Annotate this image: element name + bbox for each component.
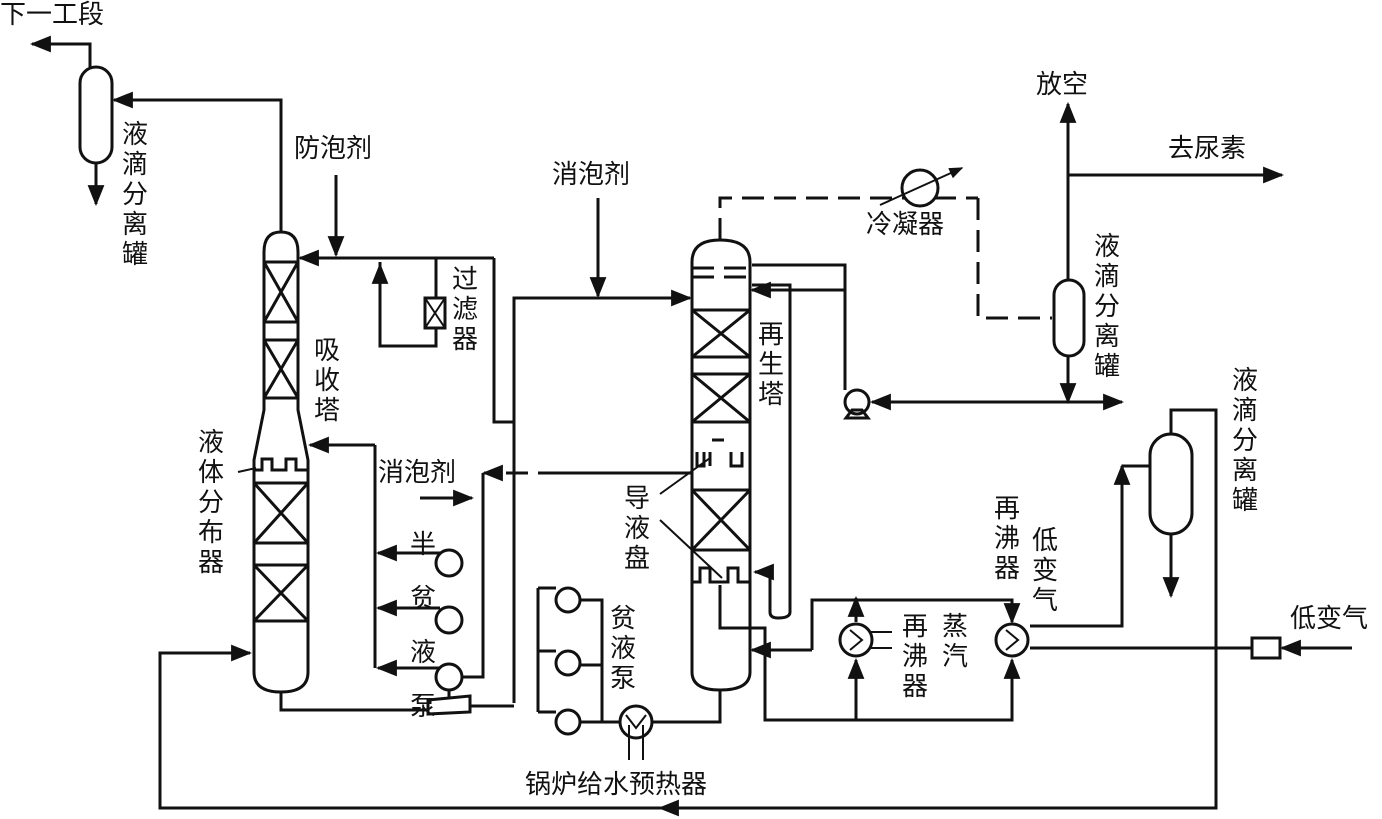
label-guide-tray: 导液盘 bbox=[623, 484, 650, 574]
condenser bbox=[879, 167, 964, 208]
pipe-semilean-to-absorber bbox=[310, 445, 377, 668]
droplet-separator-1 bbox=[78, 65, 114, 165]
label-low-shift-gas-in: 低变气 bbox=[1290, 604, 1369, 634]
semilean-pump-3 bbox=[434, 662, 464, 692]
label-vent: 放空 bbox=[1036, 70, 1089, 100]
label-filter: 过滤器 bbox=[451, 265, 478, 355]
label-antifoam-2: 消泡剂 bbox=[378, 458, 457, 488]
pipe-absorber-top-to-sep1 bbox=[111, 91, 283, 232]
droplet-separator-2 bbox=[1052, 278, 1086, 358]
label-antifoam-3: 消泡剂 bbox=[552, 160, 631, 190]
pipe-lean-pump-suction bbox=[536, 586, 556, 714]
lean-pump-1 bbox=[554, 586, 582, 614]
semilean-pump-2 bbox=[434, 605, 464, 635]
label-bfw-preheater: 锅炉给水预热器 bbox=[525, 770, 708, 800]
pipe-to-next-stage bbox=[29, 35, 92, 67]
pipe-lean-out bbox=[650, 690, 722, 724]
pipe-reboiler-top bbox=[810, 598, 1021, 650]
label-reboiler-1: 再沸器 bbox=[993, 494, 1020, 584]
pipe-reboiler-loop-side bbox=[752, 283, 792, 620]
pipe-regen-overhead bbox=[718, 196, 978, 240]
pipe-rich-to-regen bbox=[512, 289, 693, 703]
lean-pump-3 bbox=[554, 708, 582, 736]
label-regenerator: 再生塔 bbox=[757, 320, 784, 410]
label-antifoam-1: 防泡剂 bbox=[294, 134, 373, 164]
pipe-lean-to-absorber bbox=[492, 258, 516, 703]
reflux-pump-base bbox=[843, 408, 871, 420]
regenerator-column bbox=[690, 238, 752, 692]
pipe-gas-to-sep3 bbox=[1030, 463, 1131, 628]
absorber-column bbox=[252, 230, 310, 694]
label-liquid-distributor: 液体分布器 bbox=[197, 428, 224, 578]
label-semilean-pump: 半贫液泵 bbox=[409, 530, 436, 722]
label-low-shift-gas-1: 低变气 bbox=[1031, 526, 1058, 616]
pipe-condenser-out bbox=[976, 198, 1052, 320]
label-droplet-sep-1: 液滴分离罐 bbox=[121, 120, 148, 270]
label-next-stage: 下一工段 bbox=[0, 0, 105, 30]
gas-inlet-filter bbox=[1250, 636, 1282, 660]
label-to-urea: 去尿素 bbox=[1168, 134, 1247, 164]
pipe-reboiler-bottom bbox=[718, 585, 1021, 722]
lean-pump-2 bbox=[554, 649, 582, 677]
gas-reboiler-coil bbox=[1005, 629, 1020, 651]
steam-reboiler bbox=[838, 622, 874, 658]
gas-reboiler bbox=[994, 622, 1030, 658]
label-lean-pump: 贫液泵 bbox=[609, 604, 636, 694]
droplet-separator-3 bbox=[1148, 432, 1194, 536]
pipe-semilean-up bbox=[462, 473, 485, 679]
bfw-preheater bbox=[618, 704, 654, 740]
label-absorber: 吸收塔 bbox=[313, 336, 340, 426]
bfw-preheater-coil bbox=[625, 714, 647, 760]
label-steam-reboiler: 再沸器 bbox=[901, 612, 928, 702]
label-droplet-sep-3: 液滴分离罐 bbox=[1231, 366, 1258, 516]
label-droplet-sep-2: 液滴分离罐 bbox=[1093, 232, 1120, 382]
pipe-gas-to-absorber bbox=[158, 408, 1218, 810]
semilean-pump-1 bbox=[434, 548, 464, 578]
distributor-leader bbox=[237, 467, 257, 473]
guide-tray-leaders bbox=[659, 457, 723, 579]
filter bbox=[423, 296, 447, 330]
label-steam: 蒸汽 bbox=[941, 612, 968, 672]
reflux-pump bbox=[843, 388, 871, 416]
pipe-reflux-top bbox=[752, 263, 847, 390]
label-condenser: 冷凝器 bbox=[866, 210, 945, 240]
pipe-rich-out bbox=[279, 692, 428, 712]
steam-reboiler-coil bbox=[849, 629, 892, 651]
